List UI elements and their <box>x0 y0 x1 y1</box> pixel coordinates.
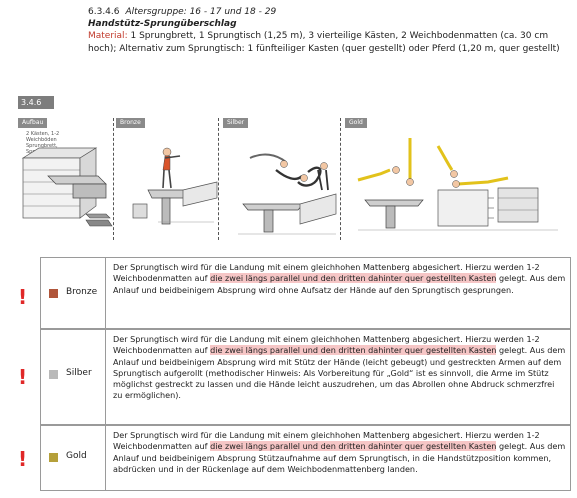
vault-illustration <box>21 138 558 235</box>
material-line: Material: 1 Sprungbrett, 1 Sprungtisch (… <box>88 30 568 54</box>
level-row-gold: Gold Der Sprungtisch wird für die Landun… <box>40 425 571 491</box>
panel-divider <box>113 118 114 240</box>
level-name: Bronze <box>66 287 98 297</box>
panel-label-gold: Gold <box>345 118 367 128</box>
level-row-silber: Silber Der Sprungtisch wird für die Land… <box>40 329 571 425</box>
panel-divider <box>340 118 341 240</box>
exclamation-icon: ! <box>18 447 28 471</box>
highlighted-text: die zwei längs parallel und den dritten … <box>210 441 497 452</box>
exclamation-icon: ! <box>18 365 28 389</box>
age-group-line: 6.3.4.6 Altersgruppe: 16 - 17 und 18 - 29 <box>88 6 568 18</box>
silber-drawing <box>238 153 337 235</box>
panel-divider <box>218 118 219 240</box>
exercise-title: Handstütz-Sprungüberschlag <box>88 19 237 30</box>
level-description: Der Sprungtisch wird für die Landung mit… <box>113 334 566 401</box>
age-group: Altersgruppe: 16 - 17 und 18 - 29 <box>125 7 277 17</box>
level-cell: Silber <box>41 330 106 424</box>
bronze-drawing <box>132 147 218 225</box>
exclamation-icon: ! <box>18 285 28 309</box>
section-number: 6.3.4.6 <box>88 7 120 17</box>
highlighted-text: die zwei längs parallel und den dritten … <box>210 345 497 356</box>
level-name: Gold <box>66 451 87 461</box>
panel-label-aufbau: Aufbau <box>18 118 48 128</box>
level-description: Der Sprungtisch wird für die Landung mit… <box>113 262 566 295</box>
exercise-header: 6.3.4.6 Altersgruppe: 16 - 17 und 18 - 29… <box>88 6 568 55</box>
level-cell: Bronze <box>41 258 106 328</box>
panel-label-bronze: Bronze <box>116 118 145 128</box>
color-swatch <box>49 289 58 298</box>
color-swatch <box>49 453 58 462</box>
material-label: Material: <box>88 31 128 42</box>
panel-label-silber: Silber <box>223 118 249 128</box>
level-cell: Gold <box>41 426 106 490</box>
levels-table: ! Bronze Der Sprungtisch wird für die La… <box>18 257 571 493</box>
aufbau-setup-drawing <box>21 147 113 227</box>
figure-tag: 3.4.6 <box>18 96 54 109</box>
illustration-figure: Aufbau Bronze Silber Gold 2 Kästen, 1-2 … <box>18 118 566 240</box>
color-swatch <box>49 370 58 379</box>
material-text: 1 Sprungbrett, 1 Sprungtisch (1,25 m), 3… <box>88 31 560 54</box>
gold-drawing <box>357 138 558 231</box>
level-name: Silber <box>66 368 92 378</box>
highlighted-text: die zwei längs parallel und den dritten … <box>210 273 497 284</box>
level-description: Der Sprungtisch wird für die Landung mit… <box>113 430 566 474</box>
level-row-bronze: Bronze Der Sprungtisch wird für die Land… <box>40 257 571 329</box>
